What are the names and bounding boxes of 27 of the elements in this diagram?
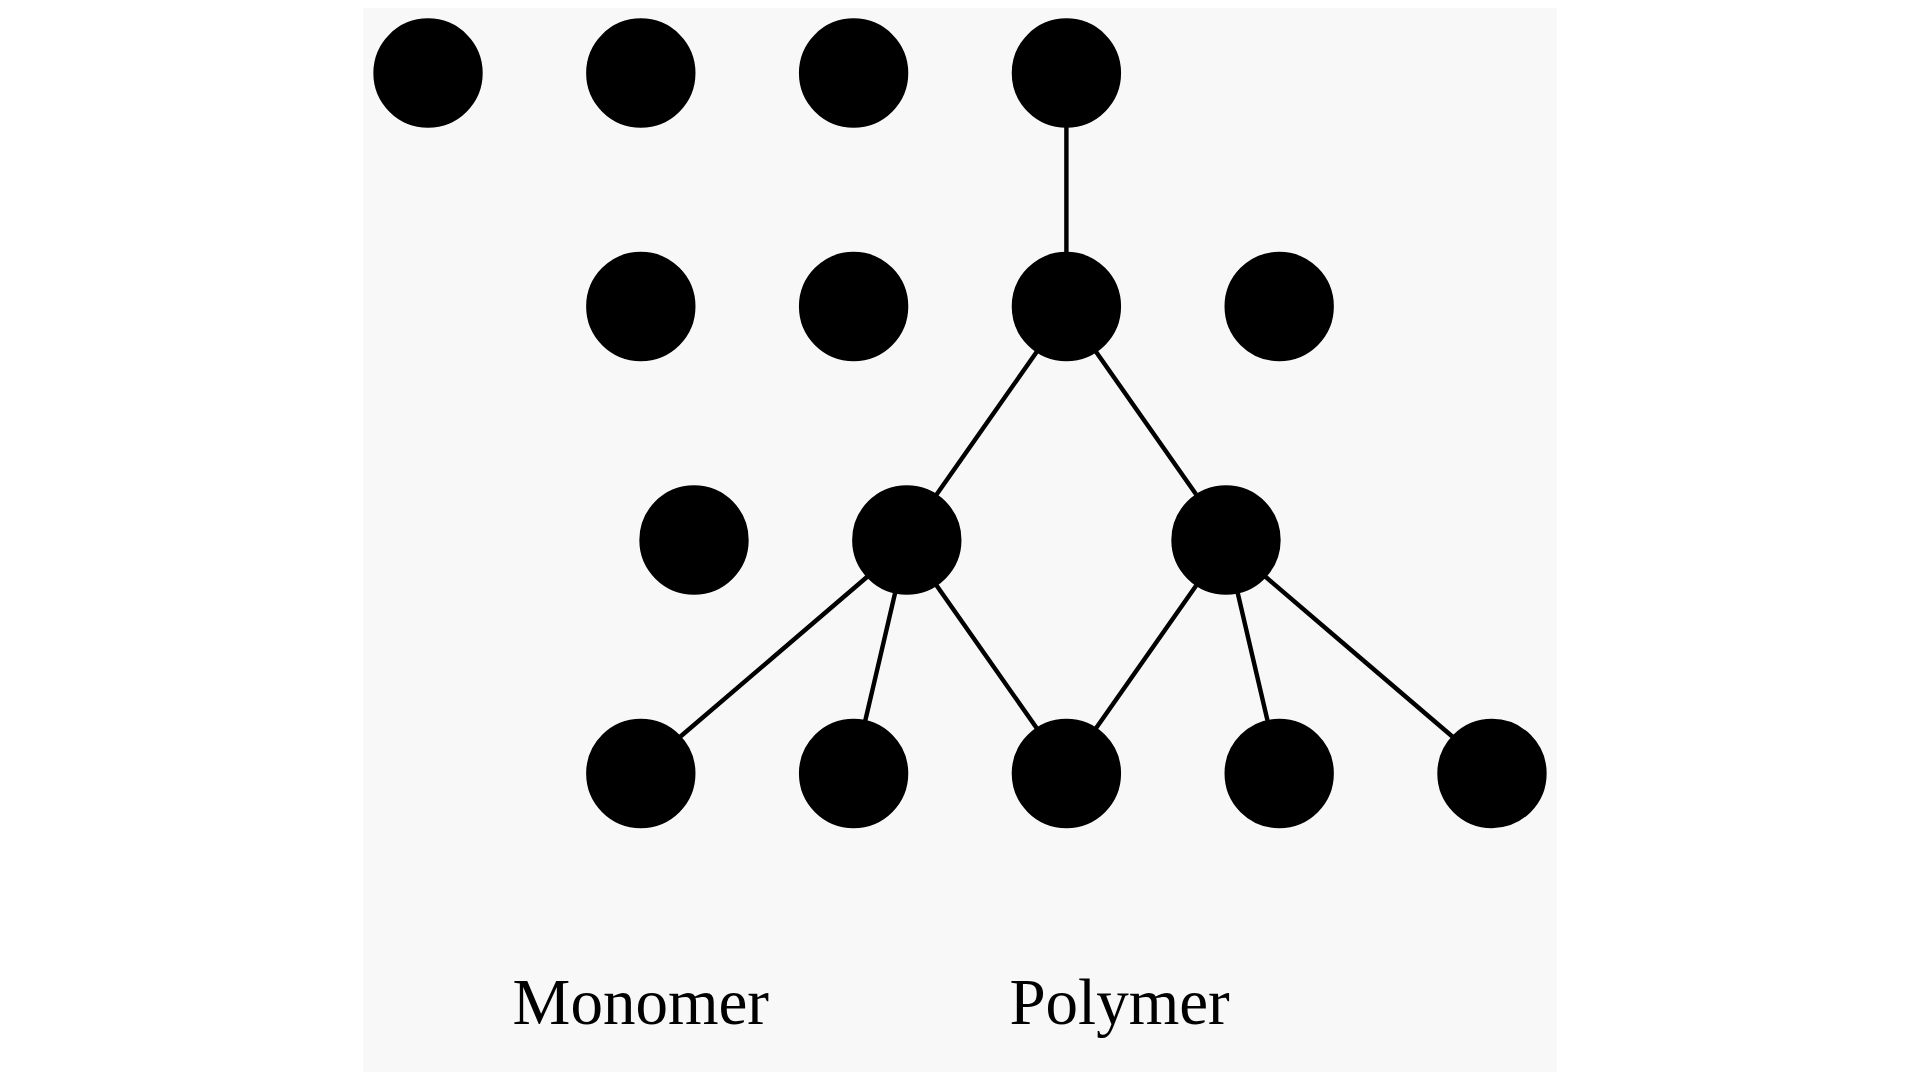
node-circle xyxy=(798,18,909,128)
label: Monomer xyxy=(512,965,769,1038)
node-circle xyxy=(1171,485,1281,595)
connector xyxy=(1235,591,1270,722)
node-circle xyxy=(1011,251,1122,362)
node-circle xyxy=(1224,718,1334,829)
node-circle xyxy=(586,18,696,128)
node-circle xyxy=(798,718,909,829)
connector xyxy=(1093,349,1199,497)
node-circle xyxy=(1224,251,1334,362)
node-circle xyxy=(373,18,483,128)
node-circle xyxy=(639,485,749,595)
connector xyxy=(678,574,869,739)
connector xyxy=(862,591,898,722)
node-circle xyxy=(852,485,962,595)
node-circle xyxy=(1011,18,1122,128)
connector xyxy=(1064,126,1069,254)
label: Polymer xyxy=(1009,965,1230,1038)
node-circle xyxy=(1011,718,1122,829)
connector xyxy=(1263,574,1455,739)
connector xyxy=(1094,583,1199,730)
connector xyxy=(934,583,1039,730)
node-circle xyxy=(798,251,909,362)
connector xyxy=(934,349,1039,497)
node-circle xyxy=(586,718,696,829)
node-circle xyxy=(586,251,696,362)
node-circle xyxy=(1437,718,1547,829)
